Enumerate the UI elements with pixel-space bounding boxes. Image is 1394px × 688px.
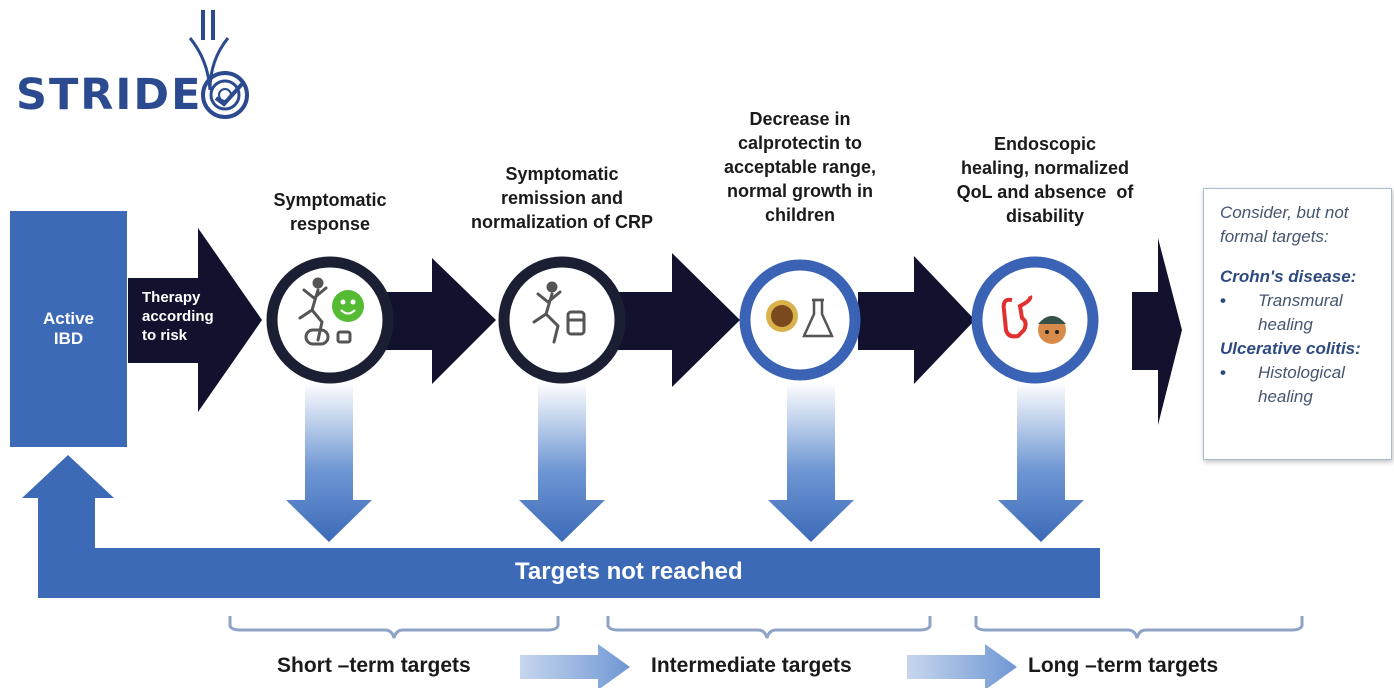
goal-title-3: Decrease in calprotectin to acceptable r… (690, 107, 910, 227)
goal-1-line-1: Symptomatic (273, 190, 387, 210)
stride-logo-text: STRIDE (16, 70, 203, 120)
arrow-stage-3 (858, 256, 975, 384)
active-ibd-line2: IBD (53, 329, 84, 348)
short-term-label: Short –term targets (277, 654, 471, 677)
active-ibd-box: Active IBD (10, 211, 127, 447)
intermediate-label: Intermediate targets (651, 654, 852, 677)
stride-logo-mark (188, 10, 249, 119)
arrow-stage-2 (612, 253, 740, 387)
bracket-long (974, 616, 1304, 639)
therapy-label: Therapy according to risk (142, 288, 242, 345)
crohn-bullet-item: • Transmural (1220, 289, 1383, 313)
bracket-intermediate (606, 616, 932, 639)
goal-4-line-1: Endoscopic (993, 134, 1096, 154)
long-term-label: Long –term targets (1028, 654, 1219, 677)
bullet-icon: • (1220, 363, 1226, 382)
goal-ring-1 (266, 256, 394, 384)
arrow-final (1132, 238, 1182, 425)
timeline-arrow-2 (907, 644, 1017, 688)
uc-item-2: healing (1258, 387, 1313, 406)
active-ibd-line1: Active (42, 309, 95, 328)
arrow-stage-1 (380, 258, 496, 384)
arrow-therapy (128, 228, 262, 412)
goal-title-4: Endoscopic healing, normalized QoL and a… (925, 132, 1165, 228)
goal-title-1: Symptomatic response (230, 188, 430, 236)
crohn-item-2: healing (1258, 315, 1313, 334)
side-intro-2: formal targets: (1220, 227, 1329, 246)
therapy-line3: to risk (142, 327, 188, 344)
goal-ring-2 (498, 256, 626, 384)
loop-arrow (22, 455, 1100, 598)
goal-title-2: Symptomatic remission and normalization … (432, 162, 692, 234)
goal-4-line-3: QoL and absence of (956, 182, 1134, 202)
targets-not-reached-label: Targets not reached (515, 558, 743, 585)
goal-ring-3 (739, 259, 861, 381)
uc-heading: Ulcerative colitis: (1220, 339, 1361, 358)
goal-4-line-4: disability (1005, 206, 1085, 226)
goal-2-line-1: Symptomatic (505, 164, 619, 184)
person-medication-icon (532, 281, 586, 344)
down-arrow-3 (768, 382, 854, 542)
crohn-heading: Crohn's disease: (1220, 267, 1357, 286)
goal-1-line-2: response (289, 214, 371, 234)
bullet-icon: • (1220, 291, 1226, 310)
uc-item-1: Histological (1258, 363, 1345, 382)
goal-3-line-5: children (764, 205, 835, 225)
goal-2-line-2: remission and (500, 188, 624, 208)
goal-3-line-4: normal growth in (727, 181, 873, 201)
down-arrow-1 (286, 382, 372, 542)
bracket-short (228, 616, 560, 639)
non-formal-targets-box: Consider, but not formal targets: Crohn'… (1203, 188, 1392, 460)
goal-2-line-3: normalization of CRP (470, 212, 653, 232)
therapy-line1: Therapy (142, 289, 201, 306)
timeline-arrow-1 (520, 644, 630, 688)
running-person-icon (298, 277, 352, 346)
uc-bullet-item: • Histological (1220, 361, 1383, 385)
goal-3-line-3: acceptable range, (723, 157, 877, 177)
colon-icon (1001, 295, 1033, 339)
smiley-icon (332, 290, 364, 322)
crohn-item-1: Transmural (1258, 291, 1343, 310)
down-arrow-2 (519, 382, 605, 542)
goal-ring-4 (971, 256, 1099, 384)
therapy-line2: according (142, 308, 214, 325)
side-intro-1: Consider, but not (1220, 203, 1349, 222)
goal-3-line-2: calprotectin to (737, 133, 862, 153)
flask-icon (802, 298, 834, 338)
down-arrow-4 (998, 382, 1084, 542)
goal-3-line-1: Decrease in (749, 109, 851, 129)
goal-4-line-2: healing, normalized (960, 158, 1130, 178)
